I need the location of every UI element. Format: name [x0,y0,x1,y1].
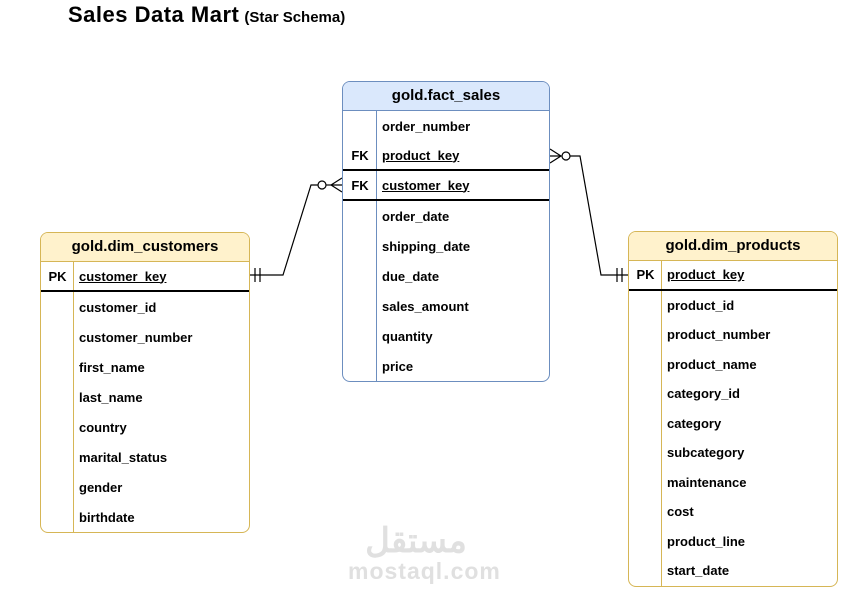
table-row-order_date[interactable]: order_date [343,201,549,231]
table-row-customer_key[interactable]: PK customer_key [41,262,249,292]
key-badge: FK [351,147,369,163]
table-row-category_id[interactable]: category_id [629,379,837,409]
table-row-subcategory[interactable]: subcategory [629,438,837,468]
key-badge: FK [351,177,369,193]
watermark: مستقل mostaql.com [348,522,501,584]
table-row-cost[interactable]: cost [629,497,837,527]
table-row-gender[interactable]: gender [41,472,249,502]
table-row-product_number[interactable]: product_number [629,320,837,350]
table-row-due_date[interactable]: due_date [343,261,549,291]
crow-foot-icon [549,148,563,164]
table-row-product_key[interactable]: FK product_key [343,141,549,171]
relationship-products-fact [549,148,628,282]
table-row-customer_id[interactable]: customer_id [41,292,249,322]
field-name: due_date [382,268,440,284]
field-name: first_name [79,359,145,375]
table-row-order_number[interactable]: order_number [343,111,549,141]
table-body: PK customer_key customer_id customer_number… [41,262,249,532]
zero-circle-icon [317,180,327,190]
key-column-divider [376,111,377,381]
table-row-product_id[interactable]: product_id [629,291,837,321]
key-column-divider [73,262,74,532]
field-name: last_name [79,389,143,405]
table-row-quantity[interactable]: quantity [343,321,549,351]
field-name: customer_key [79,268,167,284]
table-row-price[interactable]: price [343,351,549,381]
field-name: customer_id [79,299,157,315]
field-name: cost [667,504,694,520]
page-title: Sales Data Mart(Star Schema) [68,2,345,28]
table-row-shipping_date[interactable]: shipping_date [343,231,549,261]
table-row-product_key[interactable]: PK product_key [629,261,837,291]
table-row-maintenance[interactable]: maintenance [629,468,837,498]
field-name: birthdate [79,509,135,525]
crow-foot-icon [330,177,343,193]
table-header-dim-customers: gold.dim_customers [41,233,249,262]
table-row-last_name[interactable]: last_name [41,382,249,412]
field-name: order_number [382,118,471,134]
field-name: product_number [667,327,771,343]
relationship-line [250,184,318,276]
field-name: order_date [382,208,450,224]
field-name: marital_status [79,449,168,465]
field-name: product_name [667,356,757,372]
table-row-start_date[interactable]: start_date [629,556,837,586]
field-name: start_date [667,563,730,579]
field-name: product_key [382,147,460,163]
field-name: customer_key [382,177,470,193]
field-name: product_id [667,297,735,313]
table-row-sales_amount[interactable]: sales_amount [343,291,549,321]
table-header-fact-sales: gold.fact_sales [343,82,549,111]
table-row-birthdate[interactable]: birthdate [41,502,249,532]
title-text: Sales Data Mart [68,2,240,27]
table-row-marital_status[interactable]: marital_status [41,442,249,472]
field-name: product_line [667,533,746,549]
field-name: category_id [667,386,740,402]
table-row-country[interactable]: country [41,412,249,442]
field-name: quantity [382,328,433,344]
watermark-domain-text: mostaql.com [348,558,501,584]
watermark-arabic-text: مستقل [365,522,467,560]
field-name: price [382,358,414,374]
table-row-product_name[interactable]: product_name [629,350,837,380]
table-row-customer_number[interactable]: customer_number [41,322,249,352]
subtitle-text: (Star Schema) [244,9,346,26]
field-name: maintenance [667,474,747,490]
field-name: sales_amount [382,298,469,314]
table-header-dim-products: gold.dim_products [629,232,837,261]
table-dim-products[interactable]: gold.dim_products PK product_key product_i… [628,231,838,587]
field-name: category [667,415,722,431]
field-name: product_key [667,267,745,283]
table-row-first_name[interactable]: first_name [41,352,249,382]
table-row-category[interactable]: category [629,409,837,439]
field-name: country [79,419,127,435]
field-name: shipping_date [382,238,471,254]
key-badge: PK [636,267,655,283]
key-column-divider [661,261,662,586]
relationship-customers-fact [250,177,343,282]
table-row-product_line[interactable]: product_line [629,527,837,557]
table-row-customer_key[interactable]: FK customer_key [343,171,549,201]
relationship-line [570,155,628,276]
field-name: customer_number [79,329,193,345]
field-name: subcategory [667,445,745,461]
zero-circle-icon [561,151,571,161]
key-badge: PK [48,268,67,284]
field-name: gender [79,479,123,495]
